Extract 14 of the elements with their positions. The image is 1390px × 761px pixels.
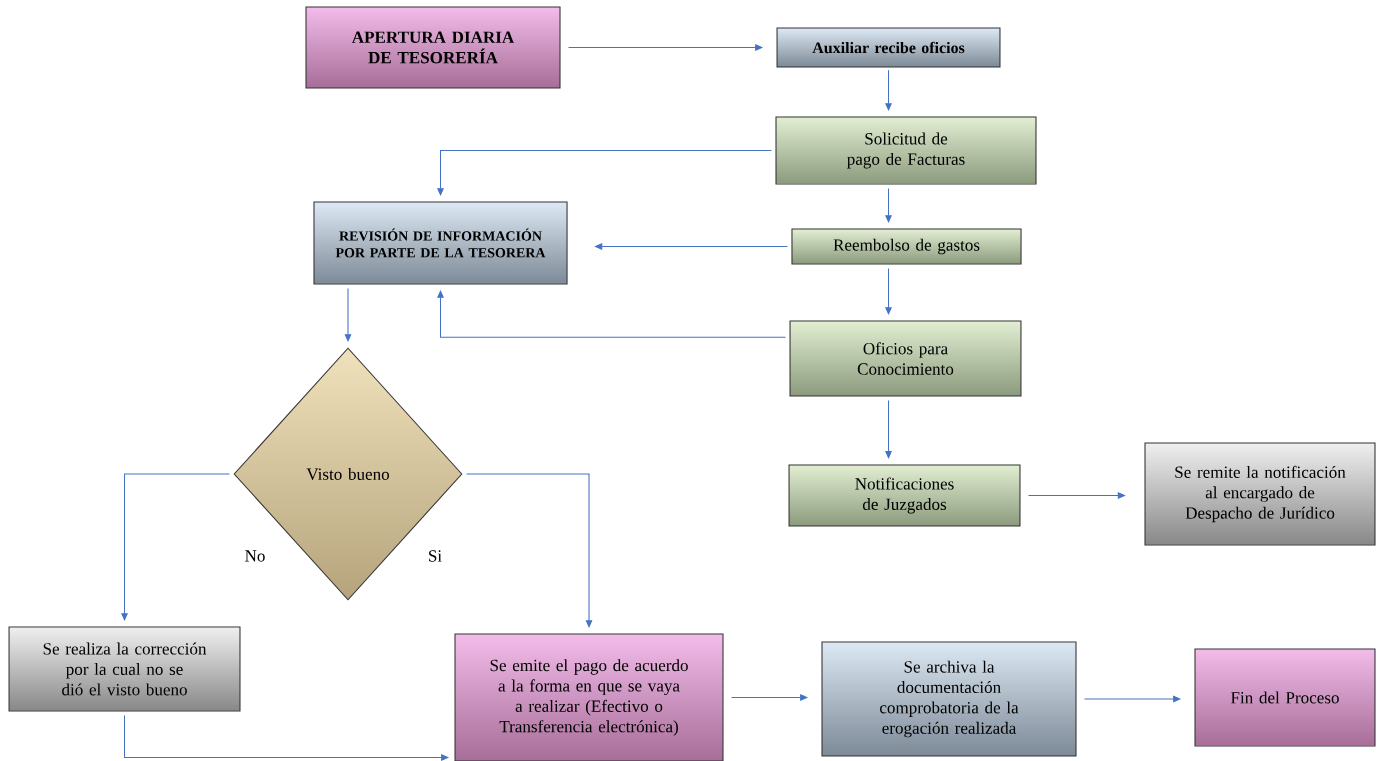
process-box: APERTURA DIARIA DE TESORERÍA — [305, 6, 561, 89]
process-box: Se remite la notificación al encargado de Despacho de Jurídico — [1144, 442, 1376, 546]
process-box: Notificaciones de Juzgados — [788, 464, 1021, 527]
process-box: REVISIÓN DE INFORMACIÓN POR PARTE DE LA TESORERA — [313, 201, 568, 285]
edge-label: No — [243, 549, 267, 563]
process-box: Se archiva la documentación comprobatoria de la erogación realizada — [821, 641, 1077, 757]
process-box: Se emite el pago de acuerdo a la forma en que se vaya a realizar (Efectivo o Transferencia electrónica) — [454, 633, 724, 761]
edge-label: Si — [426, 548, 444, 564]
process-box: Auxiliar recibe oficios — [776, 27, 1001, 68]
process-box: Fin del Proceso — [1194, 648, 1376, 747]
process-box: Solicitud de pago de Facturas — [775, 116, 1037, 185]
process-box: Oficios para Conocimiento — [789, 320, 1022, 397]
process-box: Se realiza la corrección por la cual no se dió el visto bueno — [8, 626, 241, 712]
process-box: Reembolso de gastos — [791, 228, 1022, 265]
